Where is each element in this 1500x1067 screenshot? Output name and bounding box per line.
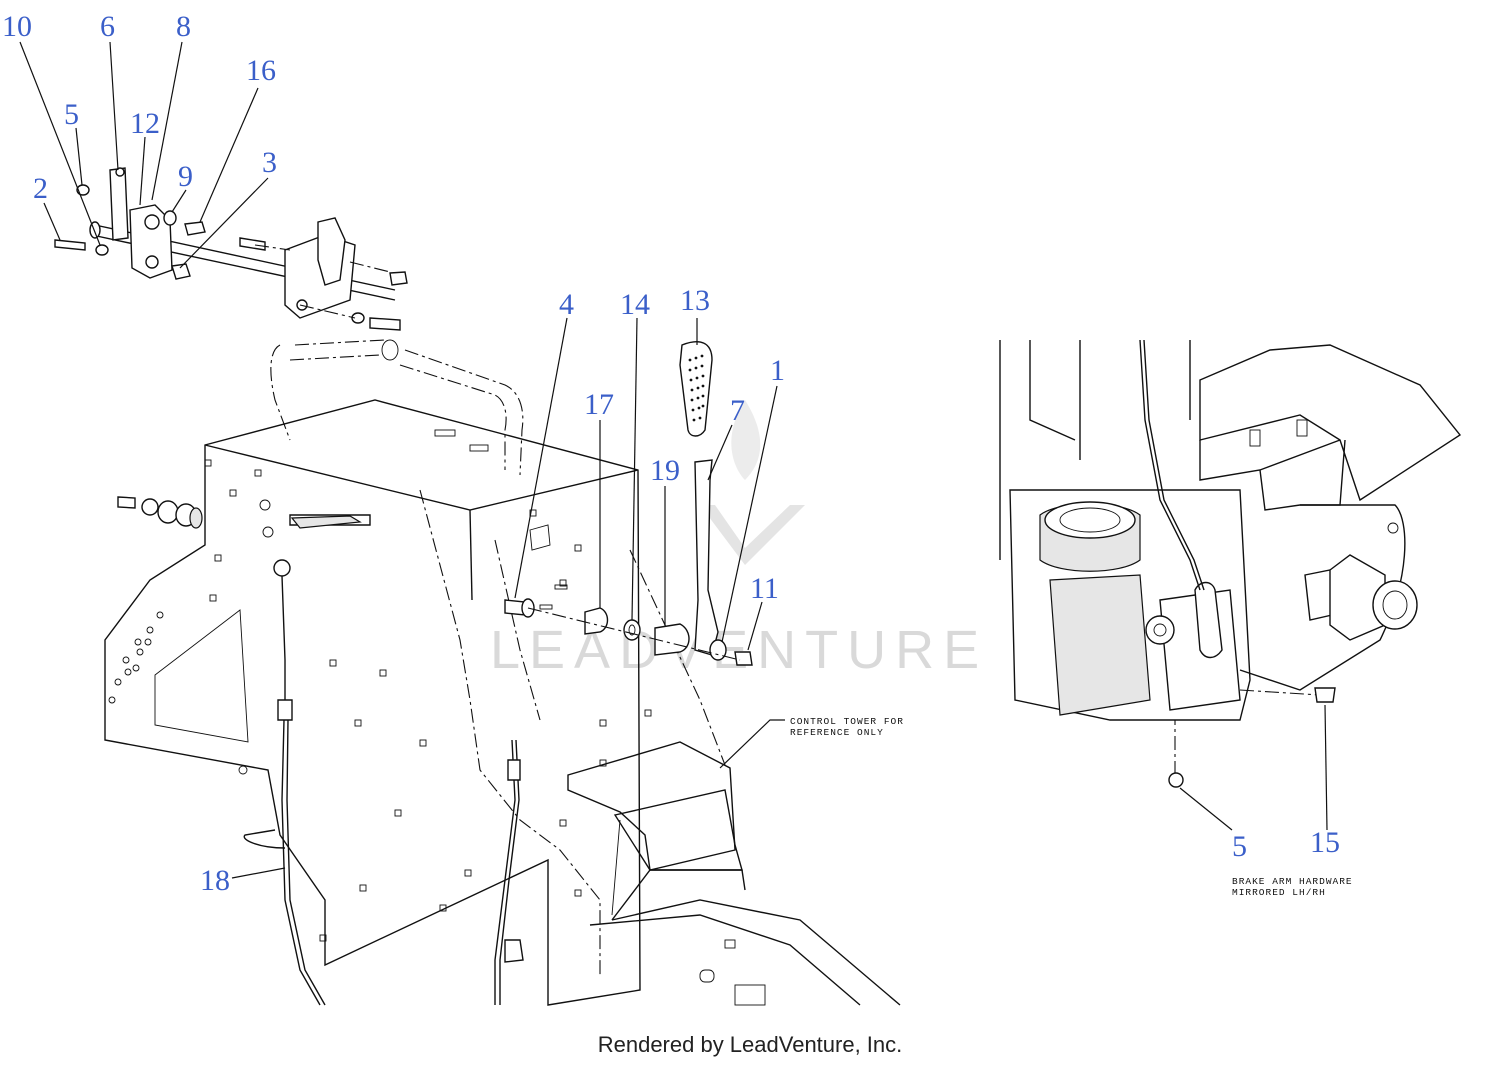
watermark-logo-icon xyxy=(700,505,805,565)
handlebar-reference xyxy=(270,339,524,476)
note-control-tower-line2: REFERENCE ONLY xyxy=(790,727,884,738)
mounting-hardware-left xyxy=(117,496,203,529)
callout-16: 16 xyxy=(246,54,276,87)
pivot-plate xyxy=(109,167,129,241)
callout-8: 8 xyxy=(176,10,191,43)
nut-5 xyxy=(1168,772,1184,788)
callout-15: 15 xyxy=(1310,826,1340,859)
lever-grip-13 xyxy=(679,341,713,437)
callout-5-top: 5 xyxy=(64,98,79,131)
callout-3: 3 xyxy=(262,146,277,179)
bolt-15 xyxy=(1314,687,1336,703)
transmission-detail xyxy=(999,339,1462,788)
callout-4: 4 xyxy=(559,288,574,321)
callout-17: 17 xyxy=(584,388,614,421)
callout-13: 13 xyxy=(680,284,710,317)
watermark-text: LEADVENTURE xyxy=(490,620,988,680)
callout-1: 1 xyxy=(770,354,785,387)
brake-lever-7 xyxy=(694,459,719,656)
watermark: LEADVENTURE xyxy=(490,400,988,680)
callout-12: 12 xyxy=(130,107,160,140)
note-control-tower-line1: CONTROL TOWER FOR xyxy=(790,716,904,727)
watermark-flame-icon xyxy=(731,400,761,480)
control-tower-shroud xyxy=(419,489,901,1006)
callout-18: 18 xyxy=(200,864,230,897)
callout-7: 7 xyxy=(730,394,745,427)
leader-lines xyxy=(19,41,1328,879)
pivot-shaft-assembly xyxy=(54,167,408,331)
callout-10: 10 xyxy=(2,10,32,43)
side-panel xyxy=(104,399,641,1006)
note-brake-arm-line1: BRAKE ARM HARDWARE xyxy=(1232,876,1353,887)
brake-cable xyxy=(243,559,524,1006)
washer-1 xyxy=(709,639,727,661)
callout-14: 14 xyxy=(620,288,650,321)
callout-11: 11 xyxy=(750,572,779,605)
callout-9: 9 xyxy=(178,160,193,193)
spacer-17 xyxy=(584,607,609,635)
note-brake-arm-line2: MIRRORED LH/RH xyxy=(1232,887,1326,898)
bolt-11 xyxy=(734,651,753,666)
pivot-bracket-left xyxy=(129,204,173,279)
bushing-19 xyxy=(654,623,690,656)
callout-labels: 10 6 8 16 5 12 9 3 2 4 14 13 1 17 7 19 1… xyxy=(2,10,1340,897)
callout-5-right: 5 xyxy=(1232,830,1247,863)
reference-notes: CONTROL TOWER FOR REFERENCE ONLY BRAKE A… xyxy=(790,716,1353,898)
brake-lever-hardware xyxy=(504,341,753,666)
callout-2: 2 xyxy=(33,172,48,205)
washer-14 xyxy=(623,619,641,641)
panel-cutout xyxy=(154,609,249,743)
callout-6: 6 xyxy=(100,10,115,43)
footer-credit: Rendered by LeadVenture, Inc. xyxy=(598,1032,903,1057)
callout-19: 19 xyxy=(650,454,680,487)
control-tower-frame xyxy=(104,399,652,1006)
